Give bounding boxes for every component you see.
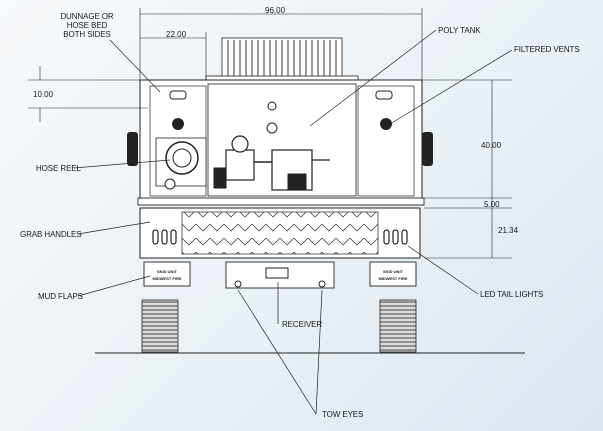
tire-left [141, 299, 179, 353]
dim-bumper-height: 21.34 [498, 226, 519, 235]
callout-mud-flaps: MUD FLAPS [38, 292, 83, 301]
mirror-left [127, 132, 138, 166]
mud-flap-left: SKID UNIT MIDWEST FIRE [143, 261, 191, 287]
mirror-right [422, 132, 433, 166]
callout-receiver: RECEIVER [282, 320, 323, 329]
hose-reel [155, 137, 207, 190]
bed-rail [137, 197, 425, 206]
tail-lights-right [383, 229, 408, 245]
dim-tank-height: 40.00 [481, 141, 502, 150]
pump-assembly [213, 101, 330, 191]
callout-led-tail-lights: LED TAIL LIGHTS [480, 290, 544, 299]
callout-hose-reel: HOSE REEL [36, 164, 81, 173]
callout-dunnage: DUNNAGE OR HOSE BED BOTH SIDES [60, 12, 114, 39]
leader-lines [73, 29, 513, 415]
roof-grille [205, 37, 359, 85]
marker-light-right [375, 90, 393, 100]
mud-flap-right: SKID UNIT MIDWEST FIRE [369, 261, 417, 287]
mudflap-logo-line1: SKID UNIT [383, 269, 404, 274]
dim-bed-side: 22.00 [166, 30, 187, 39]
dim-top-offset: 10.00 [33, 90, 54, 99]
mudflap-logo-line2: MIDWEST FIRE [152, 276, 181, 281]
vent-left [172, 118, 184, 130]
dimension-lines [28, 8, 512, 259]
receiver-hitch [225, 261, 335, 289]
tow-eye-left [234, 280, 242, 288]
callout-filtered-vents: FILTERED VENTS [514, 45, 580, 54]
callout-tow-eyes: TOW EYES [322, 410, 364, 419]
tire-right [379, 299, 417, 353]
callout-grab-handles: GRAB HANDLES [20, 230, 82, 239]
rear-bumper [139, 207, 421, 259]
vent-right [380, 118, 392, 130]
tow-eye-right [318, 280, 326, 288]
marker-light-left [169, 90, 187, 100]
tail-lights-left [152, 229, 177, 245]
dim-bumper-gap: 5.00 [484, 200, 500, 209]
mudflap-logo-line1: SKID UNIT [157, 269, 178, 274]
dim-overall-width: 96.00 [265, 6, 286, 15]
mudflap-logo-line2: MIDWEST FIRE [378, 276, 407, 281]
callout-poly-tank: POLY TANK [438, 26, 481, 35]
